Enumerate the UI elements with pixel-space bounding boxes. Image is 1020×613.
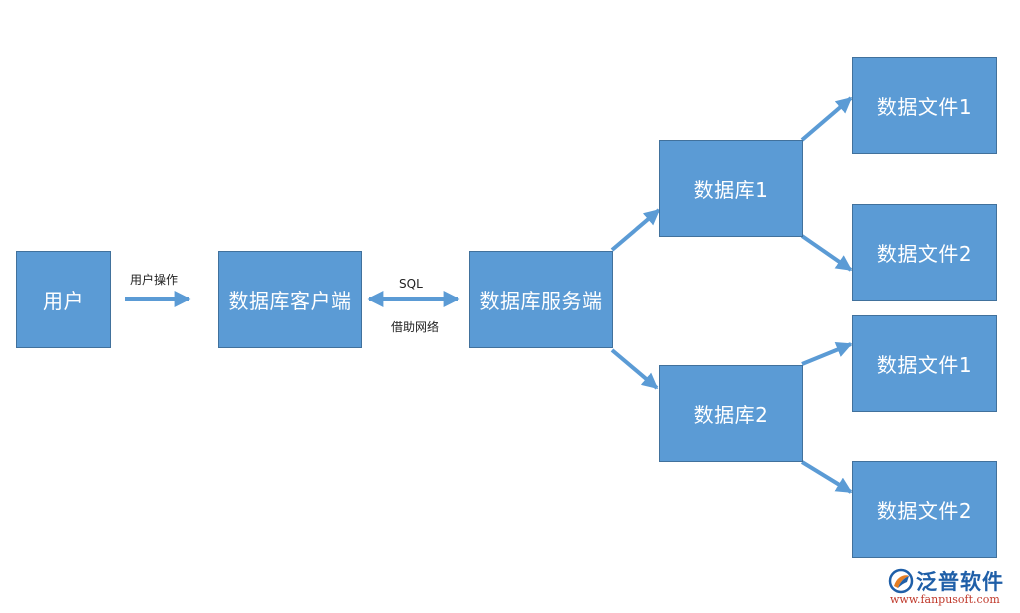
- sql-label: SQL: [399, 277, 423, 291]
- arrow-db2-to-file2: [800, 460, 853, 494]
- db2-file2-node: 数据文件2: [852, 461, 997, 558]
- logo-url: www.fanpusoft.com: [890, 593, 1000, 606]
- db-client-node: 数据库客户端: [218, 251, 362, 348]
- db2-node: 数据库2: [659, 365, 803, 462]
- brand-logo: 泛普软件 www.fanpusoft.com: [888, 566, 1016, 610]
- arrow-server-to-db2: [610, 348, 659, 390]
- network-label: 借助网络: [391, 320, 440, 334]
- db1-file1-node: 数据文件1: [852, 57, 997, 154]
- logo-text: 泛普软件: [916, 570, 1004, 594]
- arrow-server-to-db1: [610, 208, 661, 252]
- db2-file1-node: 数据文件1: [852, 315, 997, 412]
- db1-file2-node: 数据文件2: [852, 204, 997, 301]
- arrow-db1-to-file2: [800, 234, 853, 272]
- db1-node: 数据库1: [659, 140, 803, 237]
- db-server-node: 数据库服务端: [469, 251, 613, 348]
- arrow-db1-to-file1: [800, 96, 853, 142]
- logo-mark-icon: [888, 568, 914, 594]
- arrow-db2-to-file1: [801, 342, 853, 366]
- user-action-label: 用户操作: [130, 273, 179, 287]
- user-node: 用户: [16, 251, 111, 348]
